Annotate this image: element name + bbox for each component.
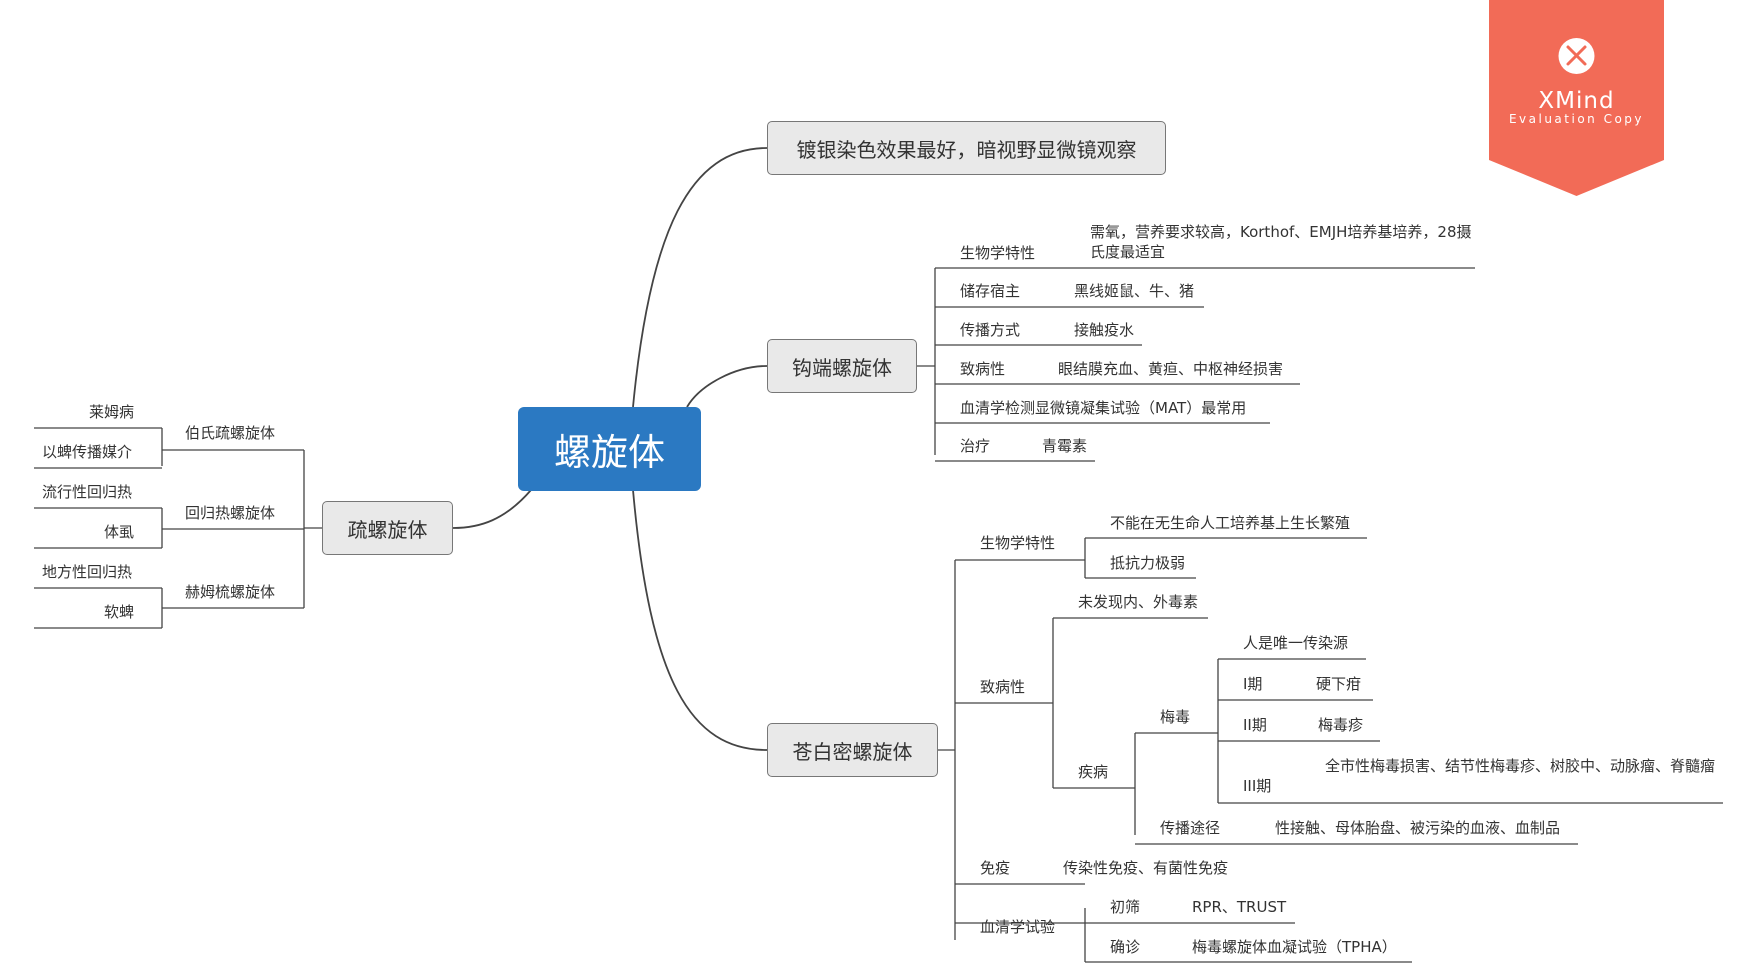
borrelia-sub3-b[interactable]: 软蜱 bbox=[104, 603, 135, 621]
trep-screen-label[interactable]: 初筛 bbox=[1110, 898, 1141, 916]
trep-stage2-text[interactable]: 梅毒疹 bbox=[1318, 716, 1364, 734]
lepto-bio-label[interactable]: 生物学特性 bbox=[960, 244, 1036, 262]
trep-stage3-text[interactable]: 全市性梅毒损害、结节性梅毒疹、树胶中、动脉瘤、脊髓瘤 bbox=[1325, 757, 1716, 775]
topic-treponema[interactable]: 苍白密螺旋体 bbox=[767, 723, 938, 777]
trep-source[interactable]: 人是唯一传染源 bbox=[1243, 634, 1349, 652]
borrelia-sub3-a[interactable]: 地方性回归热 bbox=[42, 563, 133, 581]
watermark-title: XMind bbox=[1538, 88, 1615, 114]
trep-stage1-text[interactable]: 硬下疳 bbox=[1316, 675, 1362, 693]
root-topic[interactable]: 螺旋体 bbox=[518, 407, 701, 491]
trep-immunity-text[interactable]: 传染性免疫、有菌性免疫 bbox=[1063, 859, 1229, 877]
trep-bio-label[interactable]: 生物学特性 bbox=[980, 534, 1056, 552]
trep-route-text[interactable]: 性接触、母体胎盘、被污染的血液、血制品 bbox=[1275, 819, 1561, 837]
topic-leptospira[interactable]: 钩端螺旋体 bbox=[767, 339, 917, 393]
xmind-logo-icon bbox=[1566, 45, 1587, 66]
lepto-host-label[interactable]: 储存宿主 bbox=[960, 282, 1021, 300]
lepto-path-label[interactable]: 致病性 bbox=[960, 360, 1006, 378]
borrelia-sub1-a[interactable]: 莱姆病 bbox=[89, 403, 135, 421]
watermark-subtitle: Evaluation Copy bbox=[1508, 112, 1645, 126]
trep-stage1-label[interactable]: I期 bbox=[1243, 675, 1263, 693]
lepto-path-text[interactable]: 眼结膜充血、黄疸、中枢神经损害 bbox=[1058, 360, 1284, 378]
trep-syphilis-label[interactable]: 梅毒 bbox=[1160, 708, 1191, 726]
lepto-treat-text[interactable]: 青霉素 bbox=[1042, 437, 1088, 455]
borrelia-sub2-a[interactable]: 流行性回归热 bbox=[42, 483, 133, 501]
trep-toxin[interactable]: 未发现内、外毒素 bbox=[1078, 593, 1199, 611]
trep-stage3-label[interactable]: III期 bbox=[1243, 777, 1272, 795]
topic-borrelia[interactable]: 疏螺旋体 bbox=[322, 501, 453, 555]
trep-confirm-label[interactable]: 确诊 bbox=[1110, 938, 1141, 956]
lepto-bio-text[interactable]: 需氧，营养要求较高，Korthof、EMJH培养基培养，28摄氏度最适宜 bbox=[1090, 223, 1472, 261]
xmind-watermark bbox=[1489, 0, 1664, 196]
trep-route-label[interactable]: 传播途径 bbox=[1160, 819, 1221, 837]
trep-immunity-label[interactable]: 免疫 bbox=[980, 859, 1011, 877]
lepto-trans-label[interactable]: 传播方式 bbox=[960, 321, 1021, 339]
topic-staining[interactable]: 镀银染色效果最好，暗视野显微镜观察 bbox=[767, 121, 1166, 175]
borrelia-sub3[interactable]: 赫姆梳螺旋体 bbox=[185, 583, 276, 601]
lepto-host-text[interactable]: 黑线姬鼠、牛、猪 bbox=[1074, 282, 1195, 300]
trep-serology-label[interactable]: 血清学试验 bbox=[980, 918, 1056, 936]
trep-path-label[interactable]: 致病性 bbox=[980, 678, 1026, 696]
borrelia-sub2[interactable]: 回归热螺旋体 bbox=[185, 504, 276, 522]
trep-confirm-text[interactable]: 梅毒螺旋体血凝试验（TPHA） bbox=[1192, 938, 1397, 956]
lepto-treat-label[interactable]: 治疗 bbox=[960, 437, 991, 455]
trep-disease-label[interactable]: 疾病 bbox=[1078, 763, 1109, 781]
trep-screen-text[interactable]: RPR、TRUST bbox=[1192, 898, 1287, 916]
trep-stage2-label[interactable]: II期 bbox=[1243, 716, 1267, 734]
borrelia-sub1[interactable]: 伯氏疏螺旋体 bbox=[185, 424, 276, 442]
trep-bio-2[interactable]: 抵抗力极弱 bbox=[1110, 554, 1186, 572]
trep-bio-1[interactable]: 不能在无生命人工培养基上生长繁殖 bbox=[1110, 514, 1351, 532]
lepto-trans-text[interactable]: 接触疫水 bbox=[1074, 321, 1135, 339]
lepto-serology[interactable]: 血清学检测显微镜凝集试验（MAT）最常用 bbox=[960, 399, 1247, 417]
borrelia-sub2-b[interactable]: 体虱 bbox=[104, 523, 135, 541]
borrelia-sub1-b[interactable]: 以蜱传播媒介 bbox=[42, 443, 133, 461]
